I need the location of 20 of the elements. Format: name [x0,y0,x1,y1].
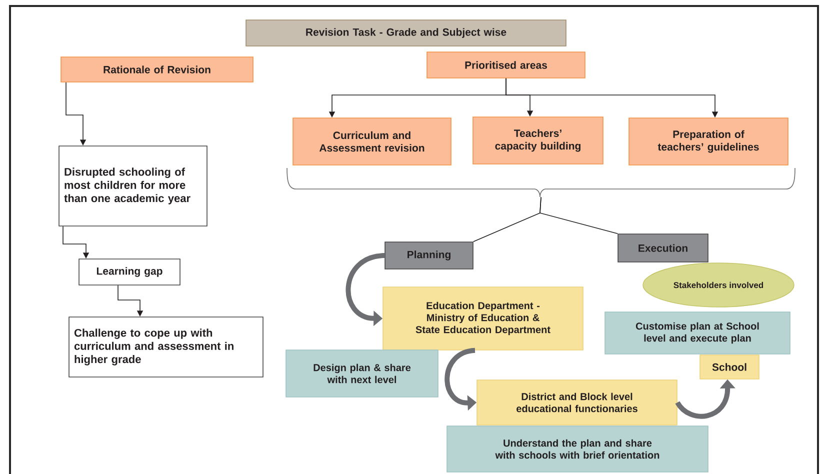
level-box: Education Department - Ministry of Education & State Education Department [382,286,584,350]
heading-box: Prioritised areas [426,52,586,78]
level-box: School [700,354,760,380]
stage-box: Execution [618,234,708,262]
heading-box: Curriculum and Assessment revision [292,118,452,166]
title-box: Revision Task - Grade and Subject wise [246,20,566,46]
ellipse-label: Stakeholders involved [642,262,794,308]
task-box: Understand the plan and share with schools with brief orientation [446,426,708,472]
level-box: District and Block level educational functionaries [476,380,678,426]
brace [286,168,796,198]
heading-box: Teachers’ capacity building [472,116,604,164]
connector-line [540,196,618,234]
text-box: Learning gap [78,258,180,286]
task-box: Design plan & share with next level [286,350,438,398]
stage-box: Planning [384,242,474,270]
heading-box: Rationale of Revision [60,56,254,82]
heading-box: Preparation of teachers’ guidelines [628,118,788,166]
task-box: Customise plan at School level and execute plan [604,312,790,354]
text-box: Disrupted schooling of most children for more than one academic year [58,146,208,226]
text-box: Challenge to cope up with curriculum and assessment in higher grade [68,316,264,378]
